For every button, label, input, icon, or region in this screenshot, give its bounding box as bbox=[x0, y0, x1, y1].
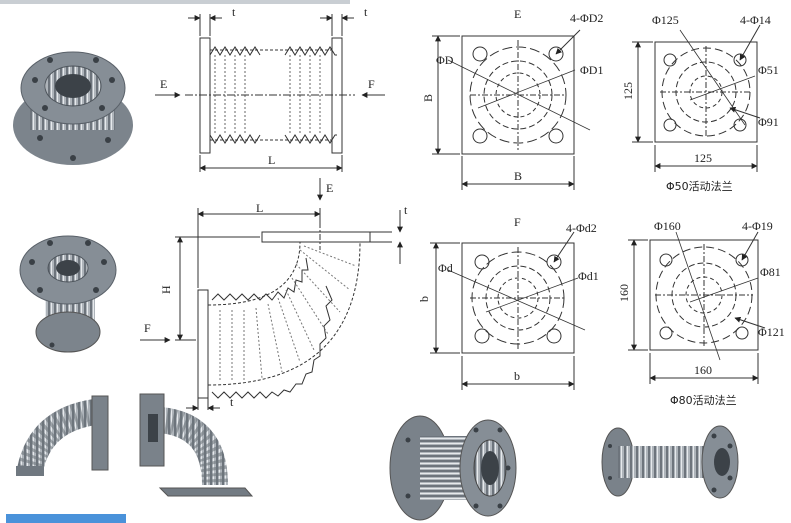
flange-80-side: 160 bbox=[617, 284, 631, 302]
flange-50-bolt-circle: Φ125 bbox=[652, 13, 679, 27]
flange-F-bottom: b bbox=[514, 369, 520, 383]
flange-80-caption: Φ80活动法兰 bbox=[670, 393, 737, 407]
flange-50-side: 125 bbox=[621, 82, 635, 100]
flange-80-bolt-holes: 4-Φ19 bbox=[742, 219, 773, 233]
flange-F-title: F bbox=[514, 215, 521, 229]
flange-50-bolt-holes: 4-Φ14 bbox=[740, 13, 771, 27]
straight-bellows-drawing bbox=[155, 14, 385, 172]
flange-50-view bbox=[632, 24, 761, 172]
elbow-bellows-drawing bbox=[140, 178, 403, 411]
flange-50-outer: Φ91 bbox=[758, 115, 779, 129]
header-strip bbox=[0, 0, 350, 4]
elbow-dim-H: H bbox=[159, 285, 173, 294]
flange-E-bolt-holes: 4-ΦD2 bbox=[570, 11, 603, 25]
section-F-label: F bbox=[368, 77, 375, 91]
flange-50-bottom: 125 bbox=[694, 151, 712, 165]
product-photo-bellows-round-flanges bbox=[389, 415, 517, 521]
flange-F-side: b bbox=[417, 296, 431, 302]
product-photo-flanged-bellows bbox=[13, 51, 133, 165]
elbow-dim-L: L bbox=[256, 201, 263, 215]
dim-t-right: t bbox=[364, 5, 368, 19]
flange-50-caption: Φ50活动法兰 bbox=[666, 179, 733, 193]
flange-F-outer: Φd bbox=[438, 261, 453, 275]
product-photo-reducer-bellows bbox=[19, 235, 117, 353]
flange-F-view bbox=[430, 231, 586, 390]
dim-L: L bbox=[268, 153, 275, 167]
flange-80-view bbox=[628, 231, 766, 384]
elbow-dim-t-bottom: t bbox=[230, 395, 234, 409]
flange-E-bolt-circle: ΦD1 bbox=[580, 63, 603, 77]
flange-E-bottom: B bbox=[514, 169, 522, 183]
elbow-section-F: F bbox=[144, 321, 151, 335]
elbow-dim-t-top: t bbox=[404, 203, 408, 217]
flange-80-bolt-circle: Φ160 bbox=[654, 219, 681, 233]
flange-E-title: E bbox=[514, 7, 521, 21]
product-photo-bellows-long bbox=[601, 425, 739, 499]
section-E-label: E bbox=[160, 77, 167, 91]
flange-50-inner: Φ51 bbox=[758, 63, 779, 77]
flange-80-outer: Φ121 bbox=[758, 325, 785, 339]
flange-F-bolt-circle: Φd1 bbox=[578, 269, 599, 283]
flange-E-side: B bbox=[421, 94, 435, 102]
flange-E-outer: ΦD bbox=[436, 53, 454, 67]
dim-t-left: t bbox=[232, 5, 236, 19]
flange-F-bolt-holes: 4-Φd2 bbox=[566, 221, 597, 235]
product-photo-elbow-left bbox=[16, 395, 109, 476]
flange-80-bottom: 160 bbox=[694, 363, 712, 377]
flange-80-inner: Φ81 bbox=[760, 265, 781, 279]
footer-accent-strip bbox=[6, 514, 126, 523]
flange-E-view bbox=[432, 29, 591, 190]
product-photo-elbow-right bbox=[139, 393, 254, 497]
elbow-section-E: E bbox=[326, 181, 333, 195]
